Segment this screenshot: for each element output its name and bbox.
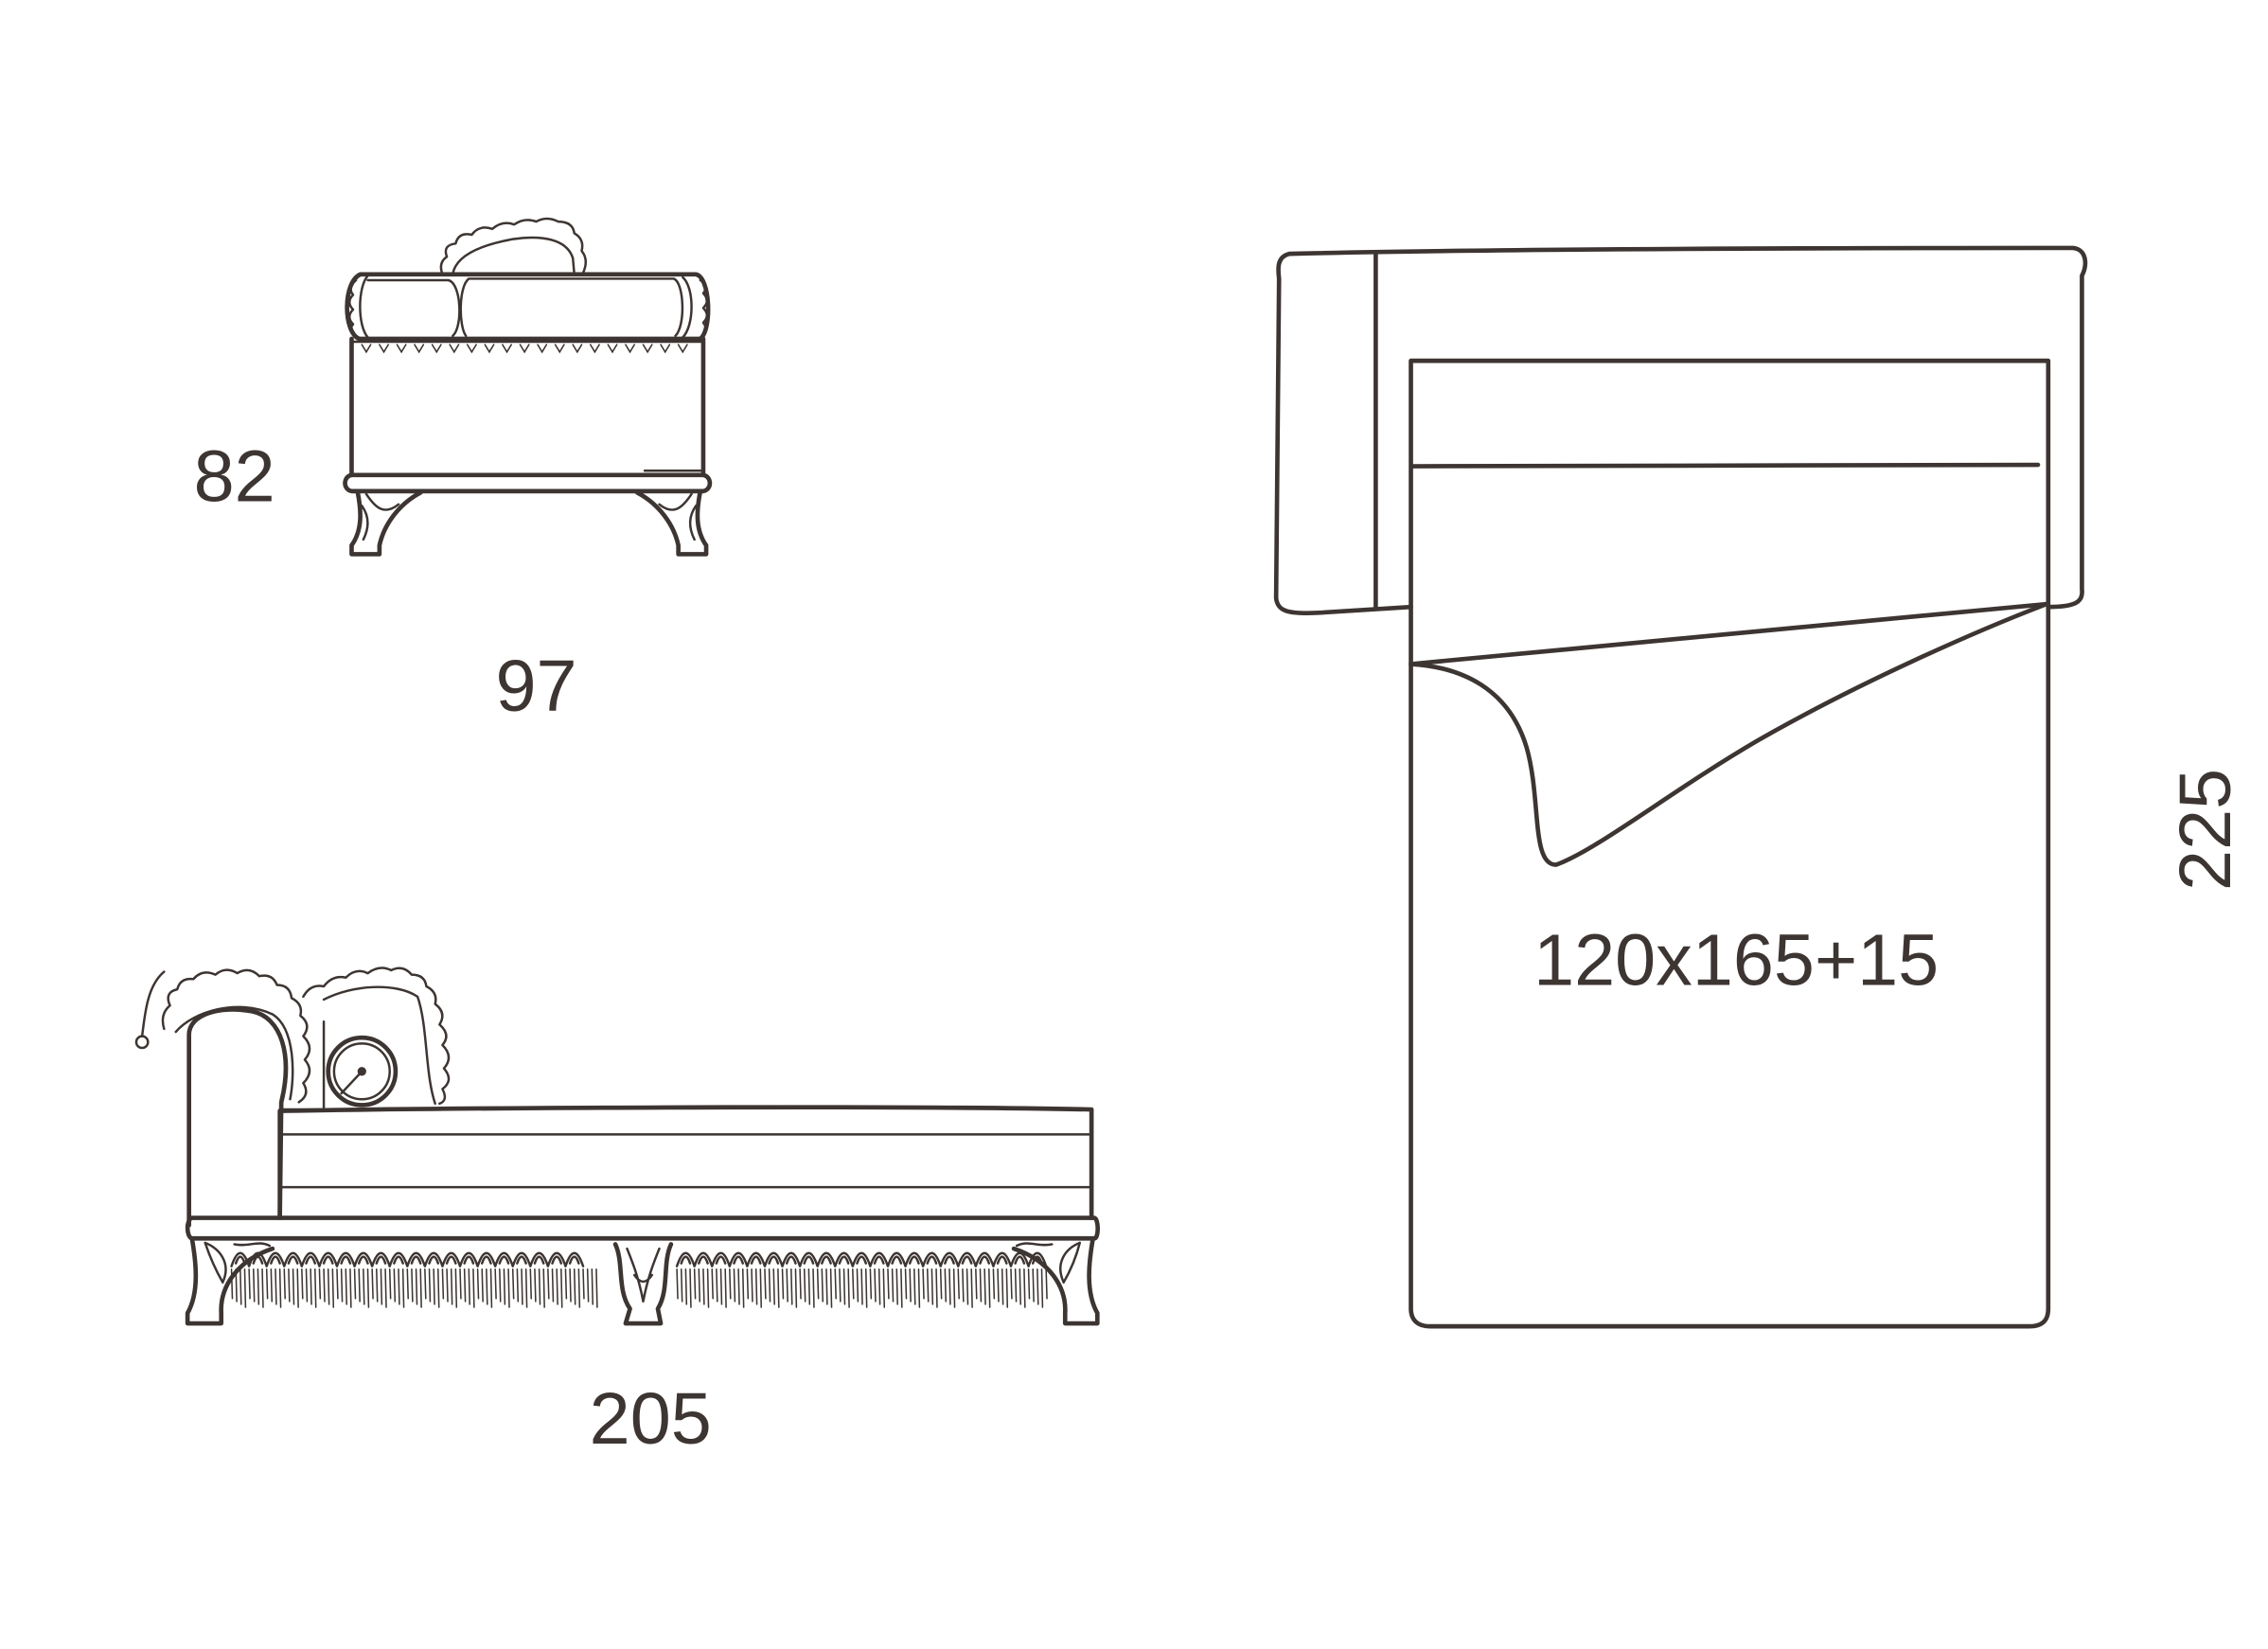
front-pillow-fringe [439, 217, 587, 276]
side-seat-outline [277, 1105, 1094, 1220]
top-sheet-edge [1409, 601, 2049, 666]
side-center-leg [612, 1242, 674, 1326]
side-square-pillow-fringe [302, 966, 451, 1106]
side-blanket-fringe [161, 968, 311, 1104]
side-center-leg-carving [626, 1247, 661, 1303]
side-left-leg [185, 1235, 275, 1326]
front-left-cushion [366, 278, 461, 338]
side-view-drawing [134, 966, 1101, 1326]
side-blanket-tassel-cord [140, 970, 166, 1037]
side-fringe-strands [230, 1268, 1048, 1308]
front-left-leg [349, 488, 423, 557]
front-view-drawing [343, 217, 713, 557]
side-base-band [185, 1215, 1101, 1241]
side-left-leg-carving [204, 1241, 272, 1284]
top-pillow-line [1409, 462, 2041, 469]
front-pillow-body [452, 236, 576, 276]
top-back-outline [1273, 245, 2088, 616]
side-length-label: 205 [590, 1378, 712, 1460]
front-width-label: 97 [495, 646, 576, 727]
side-round-bolster-tassel [340, 1070, 363, 1095]
front-base-band [343, 472, 713, 494]
side-right-leg-carving [1015, 1241, 1081, 1284]
front-left-roll [359, 275, 369, 339]
side-right-leg [1011, 1235, 1100, 1326]
front-middle-cushion [459, 277, 684, 338]
front-right-leg-carving [658, 492, 698, 541]
bed-size-label: 120x165+15 [1533, 919, 1939, 1001]
side-arm-outline [186, 1007, 289, 1228]
top-view-drawing [1273, 245, 2088, 1329]
front-right-roll [682, 275, 693, 339]
top-sheet-fold [1409, 601, 2049, 867]
top-mattress-outline [1409, 358, 2051, 1329]
side-round-bolster-inner [332, 1042, 391, 1101]
front-left-leg-carving [361, 492, 400, 541]
bed-length-label: 225 [2165, 769, 2246, 891]
side-blanket-tassel [134, 1035, 150, 1050]
side-round-bolster [326, 1035, 399, 1108]
front-right-roll-fringe [699, 278, 709, 338]
front-height-label: 82 [194, 436, 275, 518]
side-fringe-tassel-heads [230, 1251, 1048, 1268]
front-left-roll-fringe [347, 278, 358, 338]
side-square-pillow-body [322, 985, 436, 1106]
front-right-leg [634, 488, 709, 557]
front-trim-pattern [361, 344, 688, 354]
side-blanket-body [174, 1005, 294, 1101]
front-back-cushions-outline [345, 272, 711, 342]
front-body-sides [349, 336, 706, 478]
